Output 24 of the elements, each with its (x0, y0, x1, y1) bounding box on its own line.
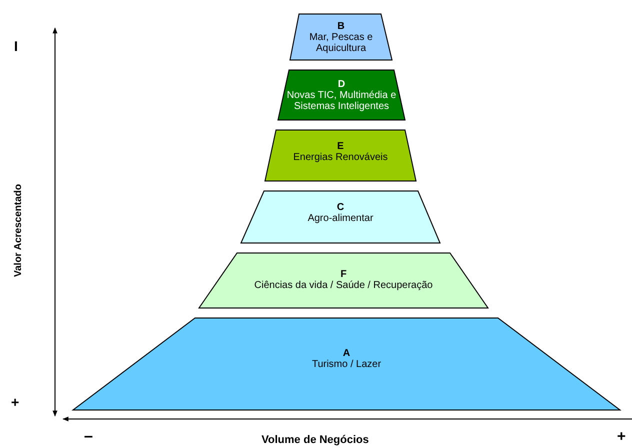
axis-title: Valor Acrescentado (12, 184, 24, 276)
pyramid-level (265, 130, 416, 181)
level-letter: A (342, 348, 350, 359)
pyramid-level (278, 70, 405, 120)
axis-end-label: – (84, 428, 93, 446)
pyramid-level (241, 191, 440, 243)
level-letter: E (337, 140, 344, 152)
level-letter: D (338, 78, 346, 90)
axis-title: Volume de Negócios (262, 434, 369, 446)
level-label: Energias Renováveis (293, 152, 388, 162)
level-label: Novas TIC, Multimédia e Sistemas Inteligentes (286, 90, 397, 112)
level-label: Turismo / Lazer (312, 359, 382, 370)
pyramid-level (199, 253, 488, 308)
axis-end-label: I (14, 38, 18, 54)
axis-end-label: + (617, 428, 626, 445)
level-letter: F (340, 268, 347, 280)
pyramid-level (290, 14, 392, 60)
level-letter: C (336, 202, 344, 213)
level-letter: B (337, 20, 345, 32)
level-label: Agro-alimentar (308, 213, 374, 224)
level-label: Mar, Pescas e Aquicultura (308, 32, 374, 54)
pyramid-level (73, 318, 620, 410)
axis-end-label: + (11, 394, 20, 410)
level-label: Ciências da vida / Saúde / Recuperação (254, 280, 433, 290)
